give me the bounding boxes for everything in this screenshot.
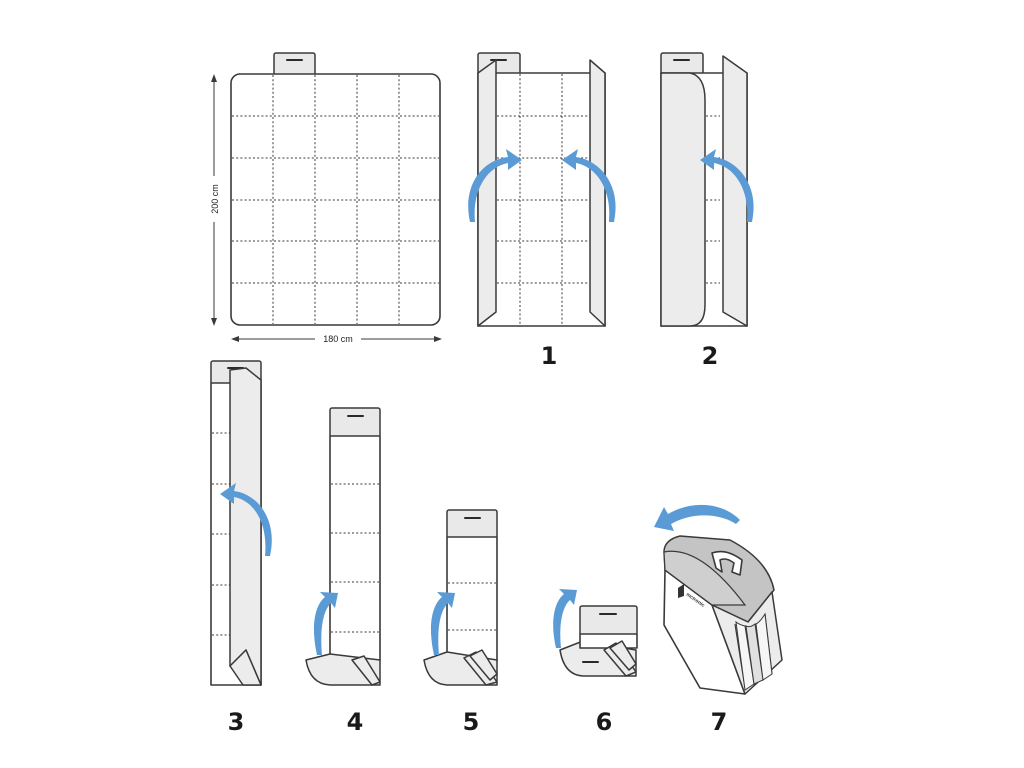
left-fold-flap — [477, 59, 497, 327]
folded-strip — [229, 367, 262, 686]
carry-tab — [273, 52, 316, 76]
step-3-illustration: 3 — [210, 360, 272, 736]
right-fold-flap — [589, 59, 606, 327]
curved-arrow-icon — [468, 149, 522, 222]
step-4-illustration: 4 — [305, 407, 381, 736]
step-5-number: 5 — [463, 708, 480, 736]
curved-arrow-icon — [700, 149, 754, 222]
folded-half — [660, 72, 706, 327]
carry-bag: mctronic — [663, 535, 783, 695]
curved-arrow-icon — [654, 504, 740, 531]
height-label: 200 cm — [210, 184, 220, 214]
blanket-outline — [230, 73, 441, 326]
step-6-illustration: 6 — [553, 589, 638, 736]
step-6-number: 6 — [596, 708, 613, 736]
curved-arrow-icon — [220, 483, 272, 556]
quilt-grid — [232, 75, 439, 324]
step-7-number: 7 — [711, 708, 728, 736]
curved-arrow-icon — [562, 149, 616, 222]
unfolded-blanket: 200 cm 180 cm — [210, 52, 442, 344]
step-2-illustration: 2 — [660, 52, 754, 370]
step-7-illustration: mctronic 7 — [654, 504, 783, 736]
step-1-number: 1 — [541, 342, 558, 370]
curved-arrow-icon — [430, 592, 455, 655]
width-dimension: 180 cm — [231, 334, 442, 344]
step-4-number: 4 — [347, 708, 364, 736]
width-label: 180 cm — [323, 334, 353, 344]
height-dimension: 200 cm — [210, 74, 220, 326]
curved-arrow-icon — [313, 592, 338, 655]
step-5-illustration: 5 — [423, 509, 498, 736]
step-1-illustration: 1 — [468, 52, 616, 370]
step-2-number: 2 — [702, 342, 719, 370]
curved-arrow-icon — [553, 589, 577, 648]
step-3-number: 3 — [228, 708, 245, 736]
bag-handle — [711, 550, 743, 576]
right-fold-flap — [722, 55, 748, 327]
